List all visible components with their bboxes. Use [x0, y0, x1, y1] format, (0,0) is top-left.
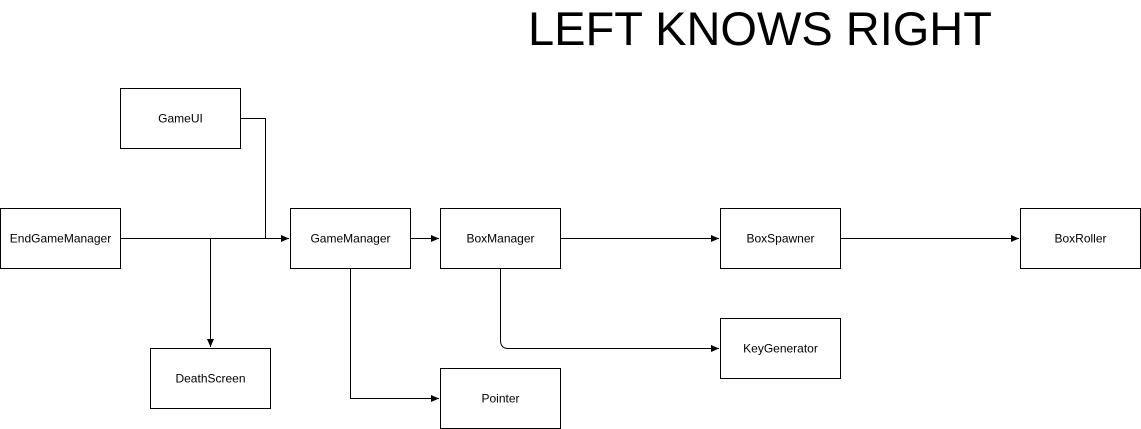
node-keygenerator-label: KeyGenerator — [743, 342, 818, 356]
diagram-title: LEFT KNOWS RIGHT — [528, 2, 992, 55]
node-gamemanager[interactable]: GameManager — [290, 208, 411, 269]
node-boxspawner-label: BoxSpawner — [746, 232, 814, 246]
node-boxroller-label: BoxRoller — [1054, 232, 1106, 246]
node-deathscreen-label: DeathScreen — [175, 372, 245, 386]
node-boxmanager-label: BoxManager — [466, 232, 534, 246]
node-pointer-label: Pointer — [481, 392, 519, 406]
node-endgamemanager[interactable]: EndGameManager — [0, 208, 121, 269]
node-gameui[interactable]: GameUI — [120, 88, 241, 149]
node-keygenerator[interactable]: KeyGenerator — [720, 318, 841, 379]
node-endgamemanager-label: EndGameManager — [10, 232, 111, 246]
node-pointer[interactable]: Pointer — [440, 368, 561, 429]
node-deathscreen[interactable]: DeathScreen — [150, 348, 271, 409]
node-boxroller[interactable]: BoxRoller — [1020, 208, 1141, 269]
node-boxmanager[interactable]: BoxManager — [440, 208, 561, 269]
node-boxspawner[interactable]: BoxSpawner — [720, 208, 841, 269]
edge-gamemanager-to-pointer — [350, 269, 439, 402]
edge-boxmanager-to-keygenerator — [500, 269, 719, 352]
edge-gameui-to-gamemanager — [241, 118, 266, 239]
node-gameui-label: GameUI — [158, 112, 203, 126]
node-gamemanager-label: GameManager — [310, 232, 390, 246]
